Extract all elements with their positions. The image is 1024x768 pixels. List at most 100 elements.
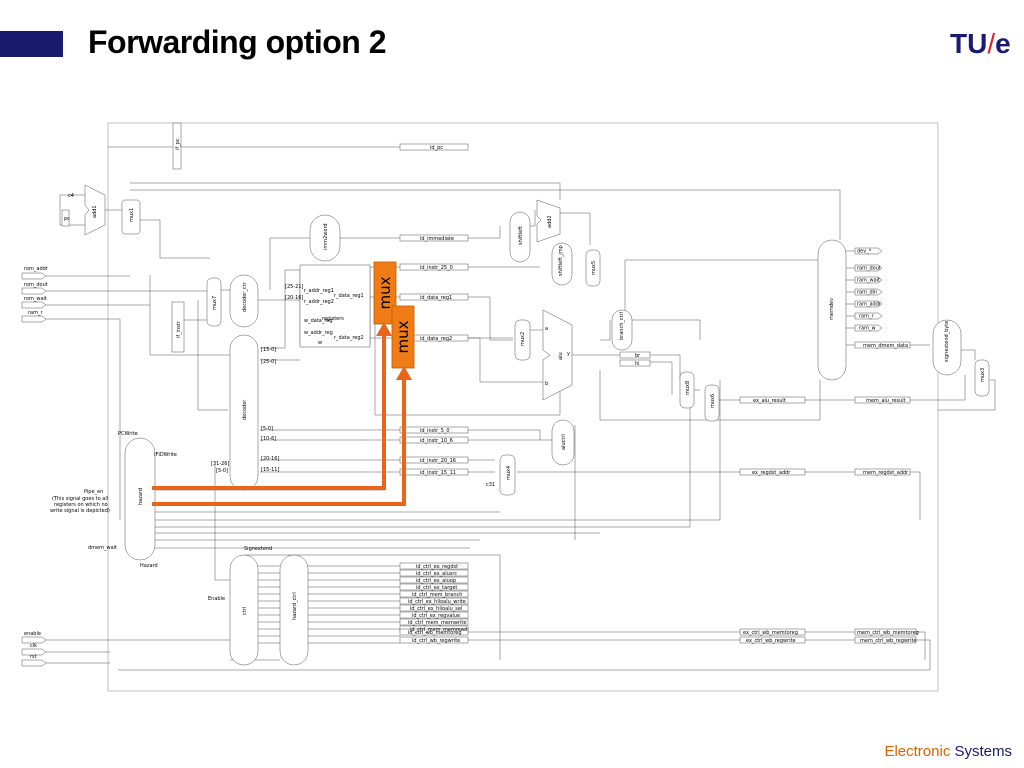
label-c4: c4 [68, 193, 74, 199]
label-enable: Enable [208, 596, 225, 602]
footer-electronic: Electronic [884, 743, 951, 760]
label-hazard-out: Hazard [140, 563, 158, 569]
block-mux1: mux1 [129, 208, 135, 222]
bits-20-16: [20-16] [285, 295, 303, 301]
block-pc: pc [64, 216, 70, 222]
bits-15-0: [15-0] [261, 347, 276, 353]
port-rom-dout: rom_dout [24, 282, 48, 288]
bits-25-0: [25-0] [261, 359, 276, 365]
block-aluctrl: aluctrl [561, 434, 567, 450]
bits-25-21: [25-21] [285, 284, 303, 290]
block-branch-ctrl: branch_ctrl [619, 312, 625, 340]
label-pcwrite: PCWrite [118, 431, 138, 437]
right-ports [854, 247, 883, 332]
pipe-id-instr-20-16: id_instr_20_16 [420, 458, 456, 464]
reg-w-data-reg: w_data_reg [304, 318, 333, 324]
port-ram-r: ram_r [28, 310, 43, 316]
label-hi: hi [635, 361, 640, 367]
pipe-id-immediate: id_immediate [420, 236, 454, 242]
pipe-id-instr-5-0: id_instr_5_0 [420, 428, 450, 434]
reg-w-addr-reg: w_addr_reg [304, 330, 333, 336]
port-ram-dout: ram_dout [857, 266, 881, 272]
forward-arrow-2 [396, 366, 412, 380]
block-mux4: mux4 [506, 466, 512, 480]
footer-systems: Systems [954, 743, 1012, 760]
pipe-ctrl-ex-aluop: id_ctrl_ex_aluop [416, 578, 456, 584]
pipe-ex-alu-result: ex_alu_result [753, 398, 786, 404]
forward-mux-1-label: mux [376, 276, 394, 309]
alu-port-b: b [545, 381, 548, 387]
forward-mux-2-label: mux [394, 320, 412, 353]
pipe-ex-regdst-addr: ex_regdst_addr [752, 470, 791, 476]
port-ram-r: ram_r [859, 314, 874, 320]
pipe-id-data-reg1: id_data_reg1 [420, 295, 452, 301]
block-if-pc: if_pc [175, 138, 181, 150]
forwarding-highlight: mux mux [152, 261, 415, 506]
pipe-id-instr-10-6: id_instr_10_6 [420, 438, 453, 444]
label-c31: c31 [486, 482, 495, 488]
pipe-ctrl-boxes [399, 562, 469, 644]
reg-r-data-reg2: r_data_reg2 [334, 335, 364, 341]
port-ram-w: ram_w [859, 326, 876, 332]
port-enable: enable [24, 631, 41, 637]
forward-path-1 [152, 336, 386, 490]
pipe-ctrl-mem-memread: id_ctrl_mem_memread [410, 627, 467, 633]
reg-w: w [318, 340, 322, 346]
pipe-ctrl-mem-branch: id_ctrl_mem_branch [412, 592, 462, 598]
block-alu: alu [558, 352, 564, 360]
block-imm2word: imm2word [323, 223, 329, 250]
label-pipe-en: Pipe_en [84, 489, 103, 495]
pipe-id-instr-25-0: id_instr_25_0 [420, 265, 453, 271]
block-if-instr: if_instr [176, 320, 182, 338]
port-rst: rst [30, 654, 37, 660]
block-decoder: decoder [242, 399, 248, 420]
block-mux5: mux5 [591, 261, 597, 275]
pipe-ctrl-wb-regwrite: id_ctrl_wb_regwrite [412, 638, 460, 644]
label-dmem-wait: dmem_wait [88, 545, 117, 551]
pipe-ctrl-mem-memwrite: id_ctrl_mem_memwrite [408, 620, 466, 626]
port-clk: clk [30, 643, 37, 649]
pipe-ex-mem-boxes [739, 341, 917, 644]
block-shiftleft-jmp: shiftleft_jmp [558, 245, 564, 276]
pipe-id-instr-15-11: id_instr_15_11 [420, 470, 456, 476]
left-ports [21, 272, 47, 667]
bits-20-16-b: [20-16] [261, 456, 279, 462]
pipe-mem-dmem-data: mem_dmem_data [863, 343, 908, 349]
pipe-mem-ctrl-wb-regwrite: mem_ctrl_wb_regwrite [860, 638, 917, 644]
title-accent-bar [0, 31, 63, 57]
block-shiftleft: shiftleft [518, 226, 524, 245]
block-add1: add1 [92, 205, 98, 218]
forward-arrow-1 [376, 322, 392, 336]
label-br: br [635, 353, 641, 359]
pipe-ex-ctrl-wb-memtoreg: ex_ctrl_wb_memtoreg [743, 630, 798, 636]
block-mux8: mux8 [685, 381, 691, 395]
block-hazard-ctrl: hazard_ctrl [292, 592, 298, 620]
block-mux7: mux7 [212, 296, 218, 310]
bits-10-6: [10-6] [261, 436, 276, 442]
pipe-ctrl-ex-alusrc: id_ctrl_ex_alusrc [416, 571, 457, 577]
forward-path-2 [152, 380, 406, 506]
logo-slash: / [987, 28, 996, 59]
alu-port-a: a [545, 326, 548, 332]
block-hazard: hazard [138, 488, 144, 505]
port-rom-wait: rom_wait [24, 296, 47, 302]
label-signextend: Signextend [244, 546, 272, 552]
port-ram-din: ram_din [857, 290, 877, 296]
pipe-mem-regdst-addr: mem_regdst_addr [863, 470, 909, 476]
reg-r-addr-reg2: r_addr_reg2 [304, 299, 334, 305]
port-ram-addr: ram_addr [857, 302, 882, 308]
pipe-ctrl-ex-regdst: id_ctrl_ex_regdst [416, 564, 458, 570]
reg-r-data-reg1: r_data_reg1 [334, 293, 364, 299]
pipe-ex-ctrl-wb-regwrite: ex_ctrl_wb_regwrite [746, 638, 796, 644]
block-memdev: memdev [829, 298, 835, 320]
pipe-ctrl-wb-memtoreg: id_ctrl_wb_memtoreg [408, 630, 462, 636]
block-mux6: mux6 [710, 394, 716, 408]
blocks [61, 122, 990, 666]
alu-port-y: y [567, 351, 570, 357]
bits-5-0-b: [5-0] [216, 468, 228, 474]
reg-r-addr-reg1: r_addr_reg1 [304, 288, 334, 294]
pipe-ctrl-ex-target: id_ctrl_ex_target [416, 585, 457, 591]
port-dev: dev_* [857, 249, 872, 255]
block-registers: registers [322, 316, 344, 322]
